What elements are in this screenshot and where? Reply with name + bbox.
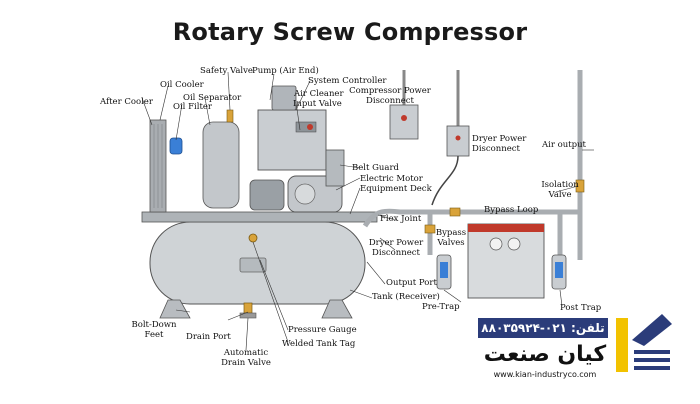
label-isolation-valve: Isolation Valve — [538, 180, 582, 200]
label-tank-receiver: Tank (Receiver) — [372, 292, 440, 302]
post-trap — [551, 254, 567, 290]
pump-air-end — [249, 179, 285, 211]
label-dryer-power-disconnect-upper: Dryer Power Disconnect — [472, 134, 526, 154]
label-equipment-deck: Equipment Deck — [360, 184, 432, 194]
bypass-loop-pipe — [362, 208, 580, 228]
label-output-port: Output Port — [386, 278, 437, 288]
label-bolt-down-feet: Bolt-Down Feet — [130, 320, 178, 340]
label-system-controller: System Controller — [308, 76, 387, 86]
label-welded-tank-tag: Welded Tank Tag — [282, 339, 356, 349]
brand-name: کیان صنعت — [483, 342, 607, 367]
after-cooler — [149, 119, 167, 213]
label-pump-air-end: Pump (Air End) — [252, 66, 319, 76]
belt-guard — [325, 149, 345, 187]
pressure-gauge-icon — [248, 233, 258, 243]
label-dryer-power-disconnect-upper-line2: Disconnect — [472, 144, 520, 154]
pre-trap — [436, 254, 452, 290]
label-belt-guard: Belt Guard — [352, 163, 399, 173]
label-oil-filter: Oil Filter — [173, 102, 212, 112]
label-compressor-power-disconnect-line2: Disconnect — [366, 96, 414, 106]
label-oil-separator: Oil Separator — [183, 93, 242, 103]
label-drain-port: Drain Port — [186, 332, 231, 342]
label-bolt-down-feet-line1: Bolt-Down — [131, 320, 177, 330]
air-tank — [149, 221, 366, 305]
label-bypass-valves-line1: Bypass — [435, 228, 467, 238]
label-dryer-power-disconnect-lower-line2: Disconnect — [372, 248, 420, 258]
label-compressor-power-disconnect-line1: Compressor Power — [349, 86, 431, 96]
label-air-cleaner: Air Cleaner — [294, 89, 344, 99]
air-cleaner — [271, 85, 297, 111]
label-pre-trap: Pre-Trap — [422, 302, 460, 312]
label-bolt-down-feet-line2: Feet — [144, 330, 164, 340]
compressor-power-disconnect-box — [389, 70, 419, 140]
label-bypass-valves-line2: Valves — [437, 238, 465, 248]
label-isolation-valve-line2: Valve — [548, 190, 572, 200]
equipment-deck — [141, 211, 378, 223]
label-bypass-loop: Bypass Loop — [484, 205, 539, 215]
label-isolation-valve-line1: Isolation — [541, 180, 579, 190]
isolation-valve-icon — [575, 179, 585, 193]
label-after-cooler: After Cooler — [100, 97, 153, 107]
label-bypass-valves: Bypass Valves — [434, 228, 468, 248]
label-automatic-drain-valve: Automatic Drain Valve — [216, 348, 276, 368]
label-pressure-gauge: Pressure Gauge — [288, 325, 357, 335]
brand-phone-banner: تلفن: ۰۲۱-۸۸۰۳۵۹۲۴ — [478, 318, 608, 338]
oil-filter-icon — [169, 137, 183, 155]
brand-url: www.kian-industryco.com — [493, 370, 597, 379]
system-controller — [257, 109, 327, 171]
label-air-output: Air output — [542, 140, 586, 150]
drain-valve-icon — [239, 302, 257, 319]
label-electric-motor: Electric Motor — [360, 174, 423, 184]
label-post-trap: Post Trap — [560, 303, 602, 313]
label-safety-valve: Safety Valve — [200, 66, 253, 76]
label-dryer-power-disconnect-upper-line1: Dryer Power — [472, 134, 527, 144]
leader-lines — [141, 71, 594, 351]
label-automatic-drain-valve-line1: Automatic — [223, 348, 269, 358]
label-dryer-power-disconnect-lower-line1: Dryer Power — [368, 238, 424, 248]
air-dryer — [467, 223, 545, 299]
safety-valve-icon — [226, 109, 234, 123]
tank-feet — [159, 299, 353, 319]
label-dryer-power-disconnect-lower: Dryer Power Disconnect — [366, 238, 426, 258]
oil-separator — [202, 121, 240, 209]
label-input-valve: Input Valve — [293, 99, 342, 109]
diagram-title: Rotary Screw Compressor — [172, 18, 528, 46]
dryer-power-disconnect-box — [431, 70, 470, 206]
welded-tank-tag-plate — [239, 257, 267, 273]
label-flex-joint: Flex Joint — [380, 214, 422, 224]
label-automatic-drain-valve-line2: Drain Valve — [221, 358, 271, 368]
label-oil-cooler: Oil Cooler — [160, 80, 204, 90]
brand-logo-icon — [616, 314, 672, 372]
label-compressor-power-disconnect: Compressor Power Disconnect — [344, 86, 436, 106]
